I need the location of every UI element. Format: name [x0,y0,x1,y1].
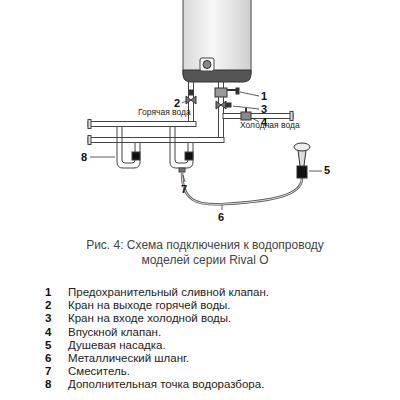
extra-draw-off-point [117,127,140,169]
cold-water-pipe [88,82,293,145]
legend-text: Кран на входе холодной воды. [68,312,231,325]
hot-water-pipe [88,82,196,129]
mixer [170,127,193,173]
callout-number: 1 [261,90,267,103]
legend-number: 5 [45,339,51,352]
cold-inlet-valve [216,101,231,109]
hot-outlet-valve [186,90,196,104]
legend-text: Дополнительная точка водоразбора. [68,378,264,391]
callout-number: 8 [81,151,87,164]
legend-text: Металлический шланг. [68,352,189,365]
callout-number: 3 [261,103,267,116]
callout-number: 5 [324,164,330,177]
callout-number: 7 [181,183,187,196]
legend-text: Предохранительный сливной клапан. [68,286,269,299]
callout-number: 6 [218,211,224,224]
legend-number: 4 [45,326,51,339]
figure-caption: Рис. 4: Схема подключения к водопроводу … [80,238,330,268]
water-heater [183,0,251,82]
flow-label: Холодная вода [240,121,300,131]
flow-label: Горячая вода [138,108,191,118]
legend-number: 8 [45,378,51,391]
metal-hose [182,172,302,204]
hose-highlight [182,172,302,204]
legend-number: 3 [45,312,51,325]
legend-number: 6 [45,352,51,365]
shower-head [294,143,310,178]
legend-text: Смеситель. [68,365,130,378]
safety-valve [215,88,239,97]
legend-text: Впускной клапан. [68,326,161,339]
legend-number: 7 [45,365,51,378]
legend-text: Кран на выходе горячей воды. [68,299,231,312]
legend-text: Душевая насадка. [68,339,166,352]
inlet-valve [241,108,251,120]
leader-lines [90,92,322,210]
legend-number: 1 [45,286,51,299]
legend-number: 2 [45,299,51,312]
